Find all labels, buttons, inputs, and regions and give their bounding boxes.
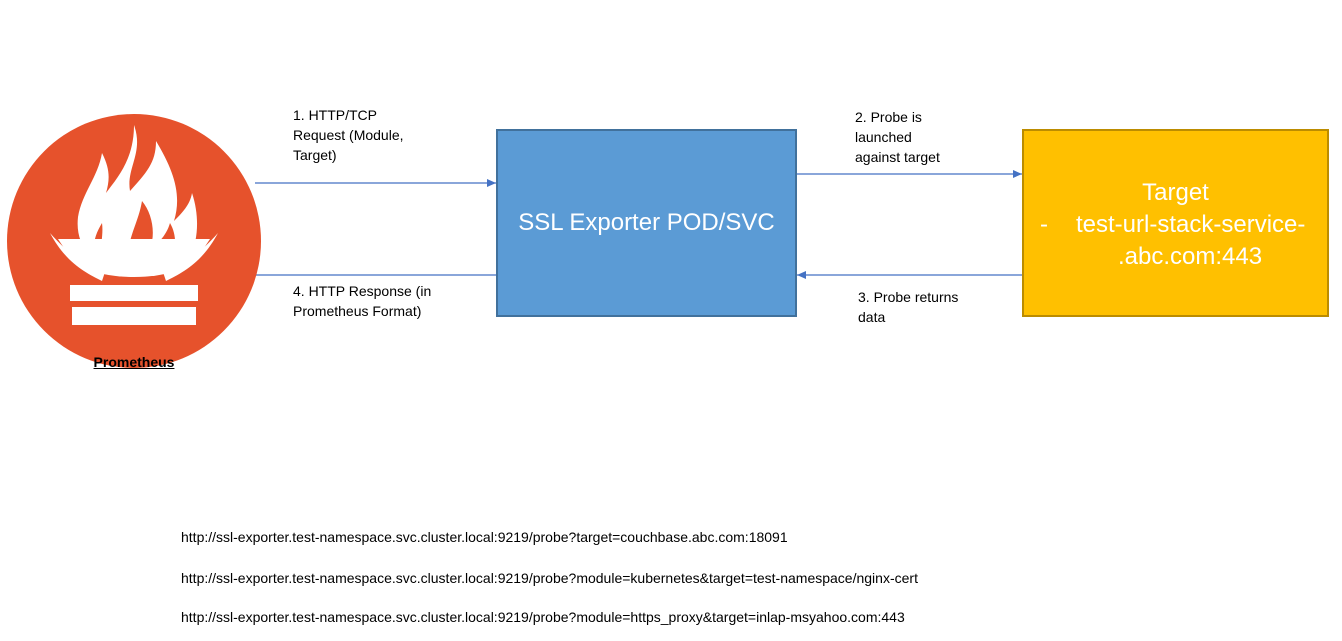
step2-label: 2. Probe is launched against target [855, 107, 940, 167]
step1-line2: Request (Module, [293, 127, 404, 143]
ssl-exporter-box: SSL Exporter POD/SVC [496, 129, 797, 317]
ssl-exporter-label: SSL Exporter POD/SVC [518, 209, 775, 236]
step3-label: 3. Probe returns data [858, 287, 958, 327]
step3-line1: 3. Probe returns [858, 289, 959, 305]
example-url: http://ssl-exporter.test-namespace.svc.c… [181, 529, 788, 545]
target-bullet: - [1040, 211, 1048, 238]
example-url: http://ssl-exporter.test-namespace.svc.c… [181, 570, 918, 586]
step4-label: 4. HTTP Response (in Prometheus Format) [293, 281, 431, 321]
step4-line2: Prometheus Format) [293, 303, 422, 319]
step3-line2: data [858, 309, 886, 325]
target-host-part2: .abc.com:443 [1118, 243, 1263, 270]
target-box: Target - test-url-stack-service- .abc.co… [1022, 129, 1329, 317]
example-url: http://ssl-exporter.test-namespace.svc.c… [181, 609, 905, 625]
step2-line3: against target [855, 149, 940, 165]
target-host-part1: test-url-stack-service- [1076, 211, 1306, 238]
step2-line2: launched [855, 129, 912, 145]
step1-line3: Target) [293, 147, 337, 163]
step4-line1: 4. HTTP Response (in [293, 283, 432, 299]
prometheus-logo-icon [7, 114, 261, 368]
target-host-line: - test-url-stack-service- [1024, 209, 1327, 241]
prometheus-caption: Prometheus [93, 354, 175, 370]
step2-line1: 2. Probe is [855, 109, 922, 125]
step1-line1: 1. HTTP/TCP [293, 107, 378, 123]
step1-label: 1. HTTP/TCP Request (Module, Target) [293, 105, 404, 165]
target-title: Target [1142, 179, 1209, 206]
